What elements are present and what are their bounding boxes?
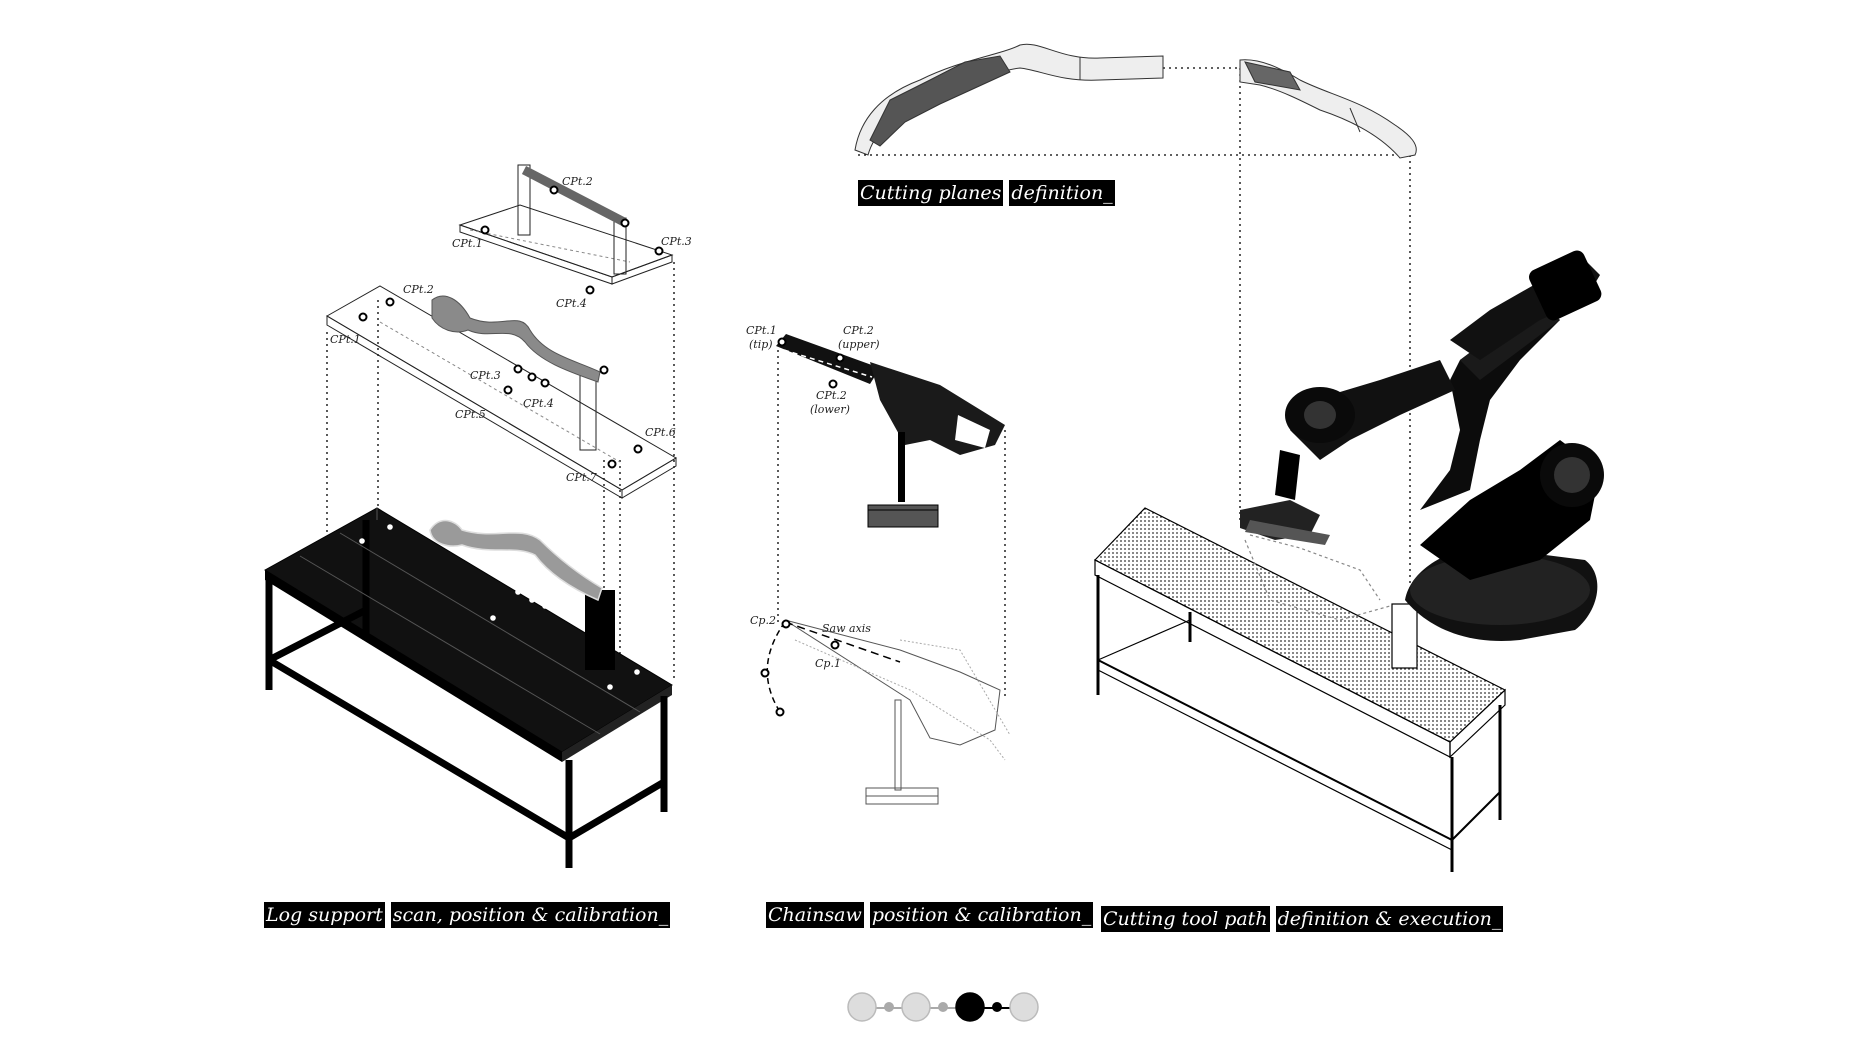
chainsaw-bottom-ghost	[766, 619, 1011, 805]
saw-tip-note: (tip)	[749, 338, 773, 351]
support-top-label-1: CPt.1	[452, 237, 483, 250]
support-mid-label-1: CPt.1	[330, 333, 361, 346]
caption-cutting-planes: Cutting planes definition_	[858, 180, 1115, 206]
caption-tool-path: Cutting tool path definition & execution…	[1101, 906, 1504, 932]
caption-chainsaw: Chainsaw position & calibration_	[766, 902, 1094, 928]
support-mid-label-7: CPt.7	[566, 471, 597, 484]
caption-chainsaw-line-1: Chainsaw	[766, 902, 864, 928]
chainsaw-guides	[777, 350, 1006, 700]
caption-chainsaw-line-2: position & calibration_	[869, 902, 1094, 928]
log-scan-mid	[431, 295, 601, 383]
saw-cp2-label: Cp.2	[750, 614, 776, 627]
pager-dot-1[interactable]	[847, 992, 877, 1022]
pager-connector-dot	[884, 1002, 894, 1012]
cutting-planes-log	[854, 43, 1417, 159]
saw-cp1-label: Cp.1	[815, 657, 841, 670]
log-support-table	[264, 507, 673, 868]
support-mid-label-6: CPt.6	[645, 426, 676, 439]
support-top-plate	[458, 164, 674, 285]
chainsaw-bottom-points	[760, 619, 840, 717]
support-top-label-4: CPt.4	[556, 297, 587, 310]
caption-cutting-planes-line-1: Cutting planes	[858, 180, 1004, 206]
caption-cutting-planes-line-2: definition_	[1009, 180, 1115, 206]
saw-lower-note: (lower)	[810, 403, 850, 416]
pager-dot-4[interactable]	[1009, 992, 1039, 1022]
saw-upper-note: (upper)	[838, 338, 880, 351]
pager-dot-2[interactable]	[901, 992, 931, 1022]
chainsaw-top-points	[777, 337, 845, 389]
pager-connector-dot	[938, 1002, 948, 1012]
robot-arm	[1240, 250, 1604, 641]
caption-tool-path-line-1: Cutting tool path	[1101, 906, 1270, 932]
chainsaw-top	[776, 334, 1005, 528]
pager-dot-3[interactable]	[955, 992, 985, 1022]
support-mid-label-2: CPt.2	[403, 283, 434, 296]
caption-log-support-line-2: scan, position & calibration_	[390, 902, 671, 928]
saw-lower-label: CPt.2	[816, 389, 847, 402]
support-top-points	[480, 185, 664, 295]
support-mid-points	[358, 297, 643, 469]
slide-pager	[847, 992, 1039, 1022]
saw-tip-label: CPt.1	[746, 324, 777, 337]
saw-axis-label: Saw axis	[822, 622, 871, 635]
caption-log-support: Log support scan, position & calibration…	[264, 902, 671, 928]
pager-connector-dot	[992, 1002, 1002, 1012]
support-top-label-3: CPt.3	[661, 235, 692, 248]
tool-path-table	[1094, 507, 1507, 872]
support-mid-plate	[326, 285, 677, 499]
caption-log-support-line-1: Log support	[264, 902, 385, 928]
support-top-label-2: CPt.2	[562, 175, 593, 188]
support-mid-label-4: CPt.4	[523, 397, 554, 410]
caption-tool-path-line-2: definition & execution_	[1275, 906, 1504, 932]
support-mid-label-5: CPt.5	[455, 408, 486, 421]
support-mid-label-3: CPt.3	[470, 369, 501, 382]
saw-upper-label: CPt.2	[843, 324, 874, 337]
